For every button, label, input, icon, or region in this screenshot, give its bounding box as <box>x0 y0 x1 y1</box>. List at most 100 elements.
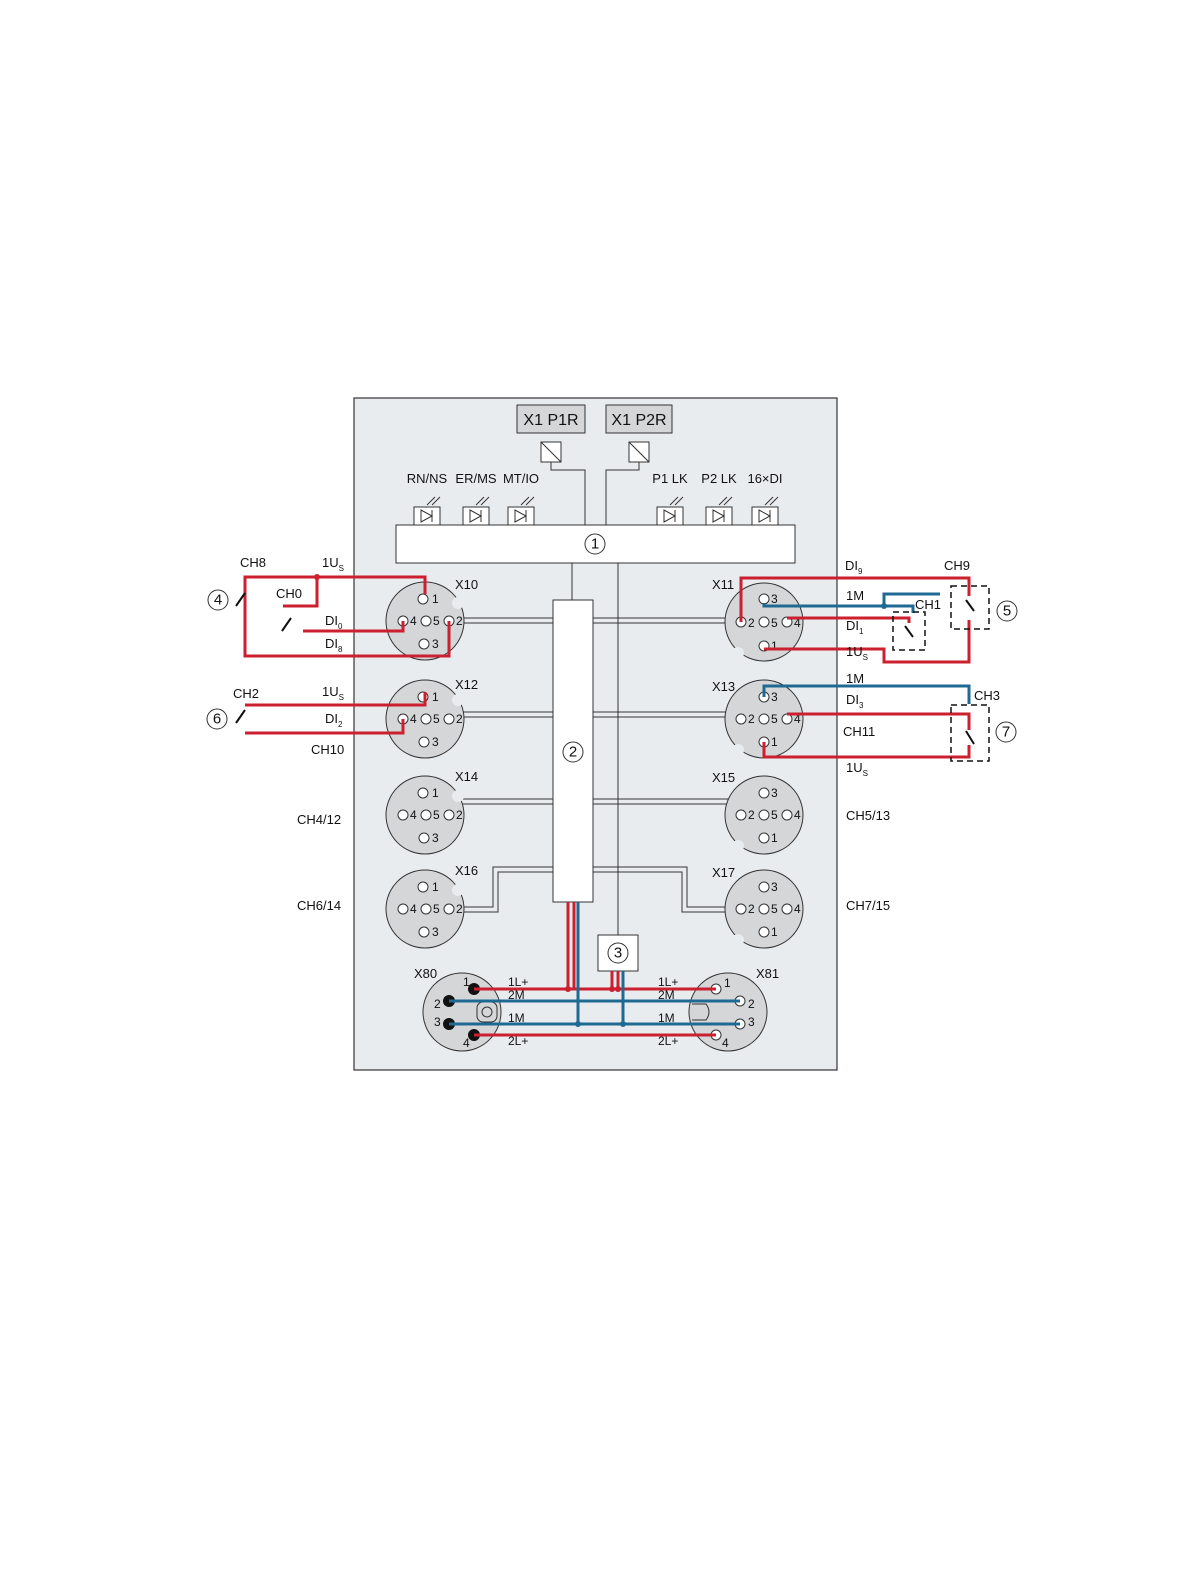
led-row: RN/NS ER/MS MT/IO P1 LK P2 LK 16×DI <box>407 471 783 526</box>
channel-label: CH3 <box>974 688 1000 703</box>
svg-text:1L+: 1L+ <box>508 975 528 989</box>
signal-label: 1US <box>846 644 868 662</box>
signal-label: DI3 <box>846 692 864 710</box>
signal-label: 1US <box>322 684 344 702</box>
connector-x16: 1 4 5 2 3 <box>385 869 465 949</box>
svg-text:4: 4 <box>410 614 417 628</box>
connector-label: X15 <box>712 770 735 785</box>
svg-text:3: 3 <box>432 831 439 845</box>
svg-text:4: 4 <box>722 1036 729 1050</box>
svg-text:5: 5 <box>433 712 440 726</box>
svg-text:3: 3 <box>432 925 439 939</box>
connector-label: X10 <box>455 577 478 592</box>
svg-text:4: 4 <box>463 1036 470 1050</box>
channel-label: CH7/15 <box>846 898 890 913</box>
connector-x10: 1 4 5 2 3 <box>385 581 465 661</box>
signal-label: 1M <box>846 588 864 603</box>
channel-label: CH9 <box>944 558 970 573</box>
marker-1: 1 <box>591 536 599 553</box>
marker-2: 2 <box>569 744 577 761</box>
svg-text:3: 3 <box>434 1015 441 1029</box>
svg-text:2: 2 <box>748 902 755 916</box>
svg-text:5: 5 <box>771 902 778 916</box>
connector-x15: 3 2 5 4 1 <box>724 775 804 855</box>
led-label: ER/MS <box>455 471 497 486</box>
channel-label: CH4/12 <box>297 812 341 827</box>
svg-text:2: 2 <box>748 808 755 822</box>
connector-x17: 3 2 5 4 1 <box>724 869 804 949</box>
marker-3: 3 <box>614 945 622 962</box>
led-label: P1 LK <box>652 471 688 486</box>
connector-label: X80 <box>414 966 437 981</box>
svg-text:3: 3 <box>432 637 439 651</box>
svg-text:1: 1 <box>771 735 778 749</box>
channel-label: CH1 <box>915 597 941 612</box>
svg-text:5: 5 <box>771 808 778 822</box>
svg-text:1: 1 <box>432 880 439 894</box>
port-x1-p2r: X1 P2R <box>605 404 673 463</box>
connector-label: X81 <box>756 966 779 981</box>
connector-x81: 1 2 3 4 <box>688 972 768 1052</box>
marker-5: 5 <box>1003 603 1011 620</box>
svg-text:4: 4 <box>794 712 801 726</box>
signal-label: 1M <box>846 671 864 686</box>
channel-label: CH8 <box>240 555 266 570</box>
svg-text:2: 2 <box>456 712 463 726</box>
channel-label: CH6/14 <box>297 898 341 913</box>
marker-4: 4 <box>214 592 222 609</box>
connector-label: X16 <box>455 863 478 878</box>
svg-text:5: 5 <box>433 808 440 822</box>
svg-text:3: 3 <box>432 735 439 749</box>
svg-text:2: 2 <box>456 808 463 822</box>
svg-text:1: 1 <box>724 976 731 990</box>
svg-text:2L+: 2L+ <box>508 1034 528 1048</box>
signal-label: DI0 <box>325 613 343 631</box>
svg-text:2: 2 <box>456 902 463 916</box>
svg-text:1: 1 <box>432 592 439 606</box>
svg-text:4: 4 <box>410 808 417 822</box>
svg-text:5: 5 <box>433 614 440 628</box>
connector-label: X11 <box>712 577 734 592</box>
connector-label: X12 <box>455 677 478 692</box>
svg-text:3: 3 <box>771 690 778 704</box>
signal-label: DI1 <box>846 618 864 636</box>
svg-text:4: 4 <box>410 712 417 726</box>
svg-text:3: 3 <box>748 1015 755 1029</box>
svg-text:4: 4 <box>410 902 417 916</box>
signal-label: DI8 <box>325 636 343 654</box>
svg-text:5: 5 <box>433 902 440 916</box>
svg-text:1M: 1M <box>508 1011 525 1025</box>
svg-text:1: 1 <box>771 925 778 939</box>
svg-text:2: 2 <box>748 712 755 726</box>
svg-text:2: 2 <box>456 614 463 628</box>
svg-text:4: 4 <box>794 808 801 822</box>
signal-label: DI2 <box>325 711 343 729</box>
connector-label: X17 <box>712 865 735 880</box>
svg-text:3: 3 <box>771 786 778 800</box>
signal-label: 1US <box>322 555 344 573</box>
channel-label: CH2 <box>233 686 259 701</box>
svg-text:5: 5 <box>771 616 778 630</box>
svg-text:1L+: 1L+ <box>658 975 678 989</box>
connector-x14: 1 4 5 2 3 <box>385 775 465 855</box>
svg-text:1M: 1M <box>658 1011 675 1025</box>
svg-text:2M: 2M <box>508 988 525 1002</box>
connector-x80: 1 2 3 4 <box>422 972 502 1052</box>
connector-label: X14 <box>455 769 478 784</box>
connector-x12: 1 4 5 2 3 <box>385 679 465 759</box>
svg-text:3: 3 <box>771 880 778 894</box>
svg-text:2: 2 <box>748 997 755 1011</box>
led-label: P2 LK <box>701 471 737 486</box>
marker-7: 7 <box>1002 724 1010 741</box>
svg-text:4: 4 <box>794 902 801 916</box>
svg-text:5: 5 <box>771 712 778 726</box>
port-label: X1 P1R <box>523 412 578 429</box>
channel-label: CH5/13 <box>846 808 890 823</box>
signal-label: DI9 <box>845 558 863 576</box>
channel-label: CH10 <box>311 742 344 757</box>
svg-text:1: 1 <box>463 975 470 989</box>
led-label: MT/IO <box>503 471 539 486</box>
connector-x11: 3 2 5 4 1 <box>724 582 804 662</box>
svg-text:2L+: 2L+ <box>658 1034 678 1048</box>
led-label: RN/NS <box>407 471 448 486</box>
